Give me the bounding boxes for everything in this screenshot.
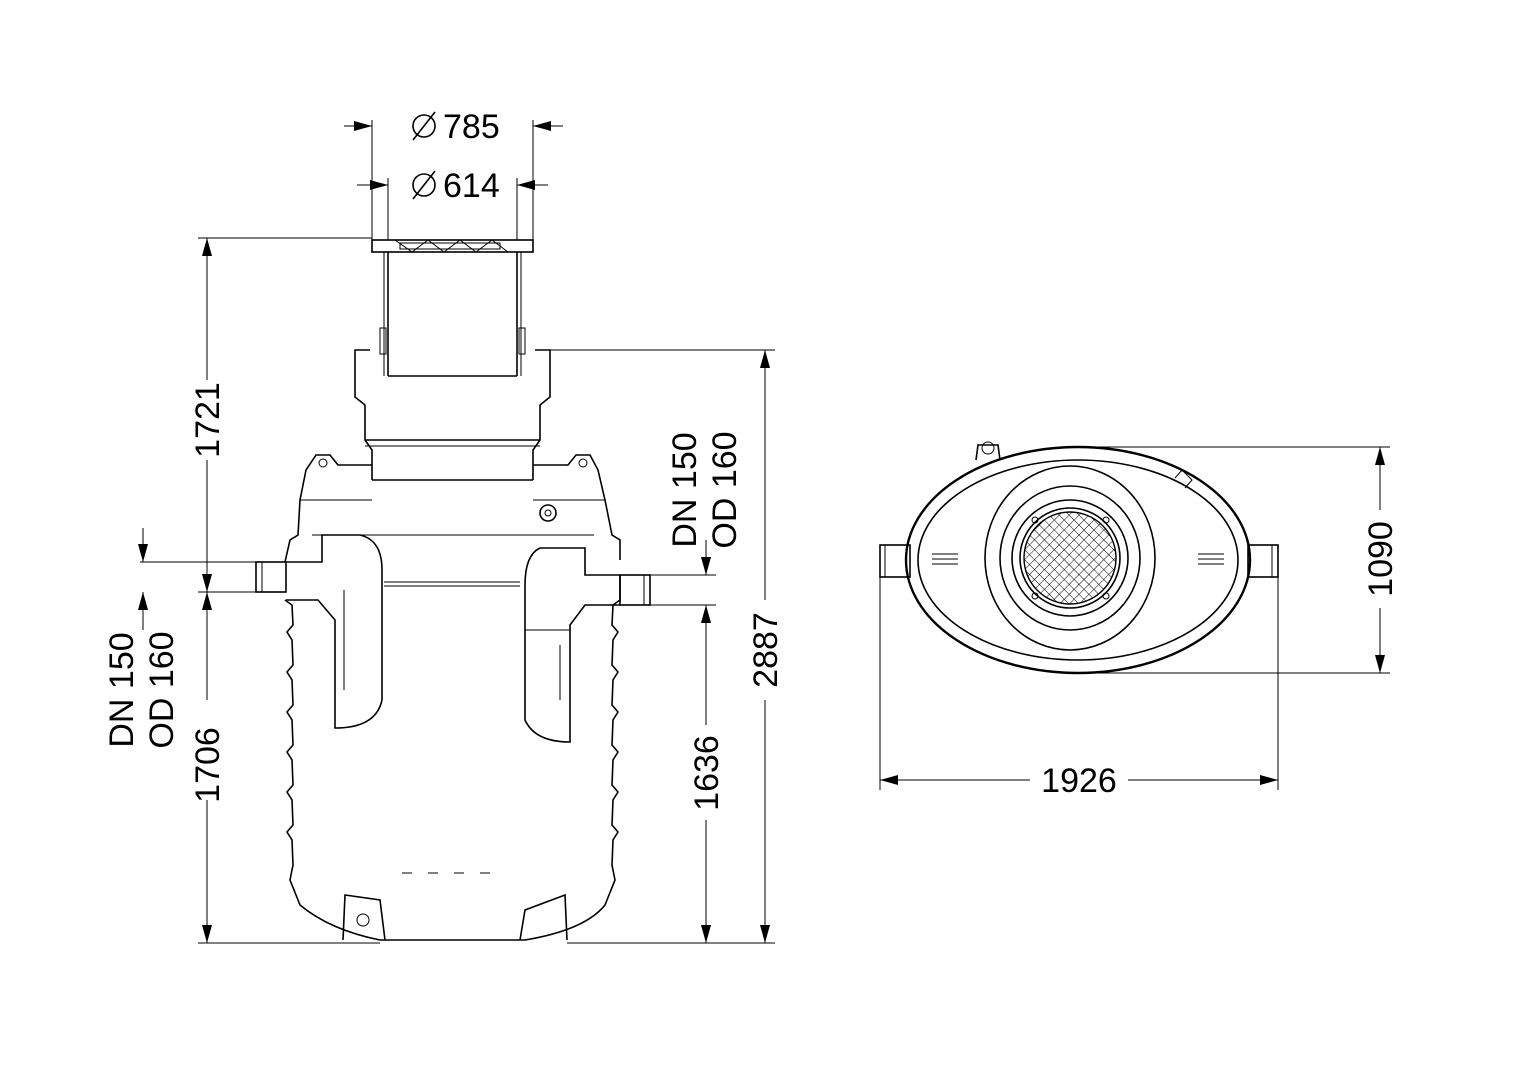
- dim-1926-label: 1926: [1041, 762, 1117, 800]
- top-view: 1090 1926: [879, 441, 1400, 800]
- outlet-pipe: [524, 547, 651, 743]
- dim-785-label: 785: [443, 108, 500, 146]
- top-tank-outline: [904, 445, 1252, 675]
- dimension-top-width: 1090: [1080, 446, 1400, 674]
- adapter-collar: [354, 349, 551, 481]
- dimension-top-length: 1926: [879, 577, 1279, 800]
- dimension-diameter-785: 785: [344, 108, 563, 240]
- tank-body: [284, 454, 621, 941]
- manhole-cover: [371, 239, 534, 253]
- diameter-symbol-icon: [412, 170, 436, 200]
- outlet-od-label: OD 160: [706, 431, 744, 548]
- dim-614-label: 614: [443, 167, 500, 205]
- manhole-cover-grid: [1011, 499, 1129, 617]
- outlet-dn-label: DN 150: [666, 432, 704, 547]
- dimension-left: 1721 1706 DN 150 OD 160: [103, 237, 380, 944]
- dim-1636-label: 1636: [688, 735, 726, 811]
- dim-1090-label: 1090: [1362, 521, 1400, 597]
- side-view: 785 614: [103, 108, 785, 944]
- inlet-dn-label: DN 150: [103, 632, 141, 747]
- top-inlet-pipe: [879, 544, 911, 578]
- dimension-right-inner: 1636 DN 150 OD 160: [567, 431, 744, 944]
- dim-1706-label: 1706: [189, 727, 227, 803]
- top-surface-markings: [932, 553, 1224, 565]
- dim-2887-label: 2887: [747, 612, 785, 688]
- dim-1721-label: 1721: [189, 382, 227, 458]
- diameter-symbol-icon: [412, 111, 436, 141]
- extension-shaft: [379, 252, 526, 377]
- inlet-pipe: [255, 534, 383, 729]
- top-outlet-pipe: [1247, 544, 1279, 578]
- dimension-diameter-614: 614: [357, 167, 548, 240]
- inlet-od-label: OD 160: [143, 631, 181, 748]
- lifting-lug-icon: [975, 441, 1193, 489]
- dimension-right-outer: 2887: [550, 349, 785, 944]
